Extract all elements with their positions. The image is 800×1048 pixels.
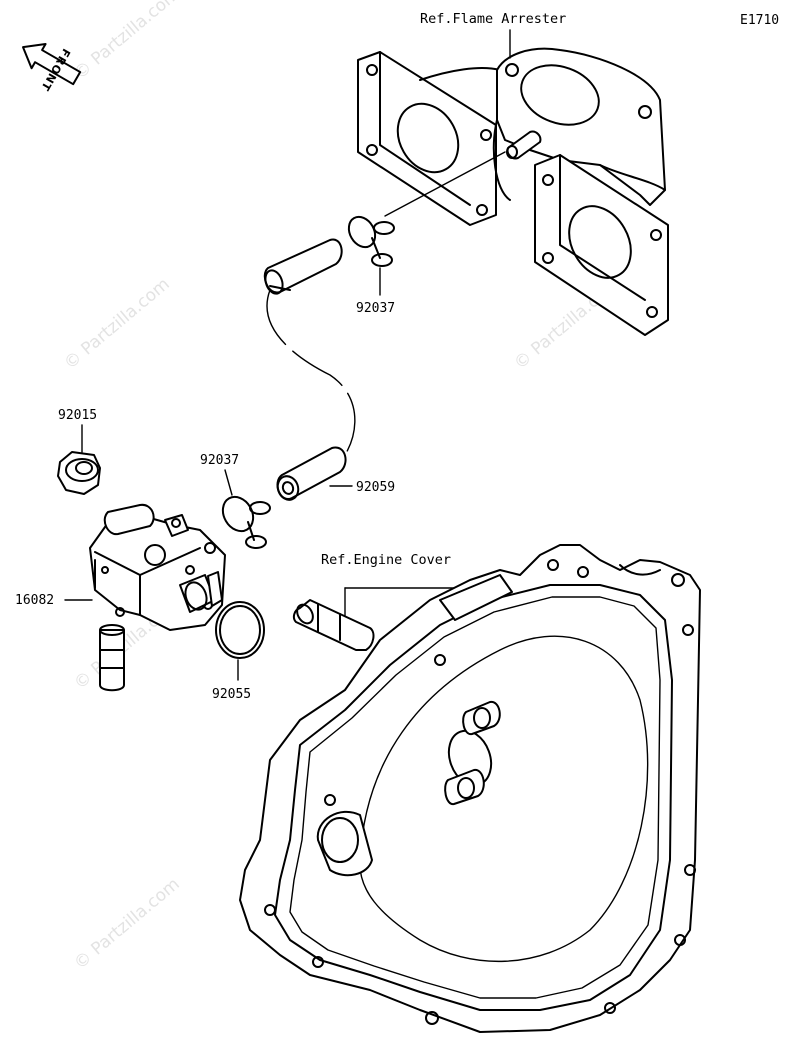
ref-engine-cover-label: Ref.Engine Cover: [321, 552, 451, 568]
watermark: © Partzilla.com: [60, 274, 173, 374]
ref-flame-arrester-label: Ref.Flame Arrester: [420, 11, 566, 27]
flame-arrester: [357, 47, 669, 336]
hose-upper-end: [263, 238, 343, 295]
label-92015: 92015: [58, 408, 97, 423]
o-ring: [215, 601, 265, 659]
nut: [57, 451, 101, 495]
hose-lower: [276, 446, 347, 501]
clamp-upper: [347, 215, 395, 267]
watermark: © Partzilla.com: [70, 874, 183, 974]
label-92037-lower: 92037: [200, 453, 239, 468]
leader-clamp-upper: [384, 151, 506, 217]
label-92059: 92059: [356, 480, 395, 495]
diagram-code: E1710: [740, 13, 779, 28]
label-16082: 16082: [15, 593, 54, 608]
engine-cover: [239, 544, 701, 1033]
watermark: © Partzilla.com: [70, 0, 183, 84]
fuel-pump: [89, 503, 226, 692]
label-92055: 92055: [212, 687, 251, 702]
pump-shaft: [292, 599, 375, 651]
label-92037-upper: 92037: [356, 301, 395, 316]
hose-path: [266, 289, 356, 456]
clamp-lower: [221, 495, 271, 549]
